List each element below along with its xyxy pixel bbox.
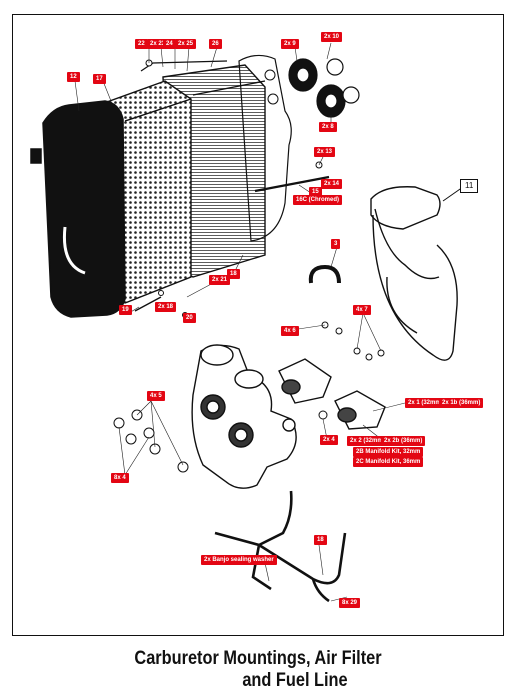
part-tag[interactable]: 4x 7 [353, 305, 371, 315]
part-tag[interactable]: 2x 4 [320, 435, 338, 445]
part-tag[interactable]: 2x 13 [314, 147, 336, 157]
part-tag[interactable]: 2x 18 [155, 302, 177, 312]
part-tag[interactable]: 17 [93, 74, 106, 84]
part-tag[interactable]: 24 [163, 39, 176, 49]
part-tag[interactable]: 26 [209, 39, 222, 49]
backing-plate-gasket [238, 54, 292, 242]
part-tag[interactable]: 2x 14 [321, 179, 343, 189]
part-tag[interactable]: 2x 2 (32mm) [347, 436, 388, 446]
part-tag[interactable]: 2x 8 [319, 122, 337, 132]
caption-line-2: and Fuel Line [242, 670, 348, 691]
part-tag[interactable]: 12 [67, 72, 80, 82]
part-tag[interactable]: 4x 5 [147, 391, 165, 401]
part-tag[interactable]: 18 [314, 535, 327, 545]
filter-housing [30, 100, 126, 318]
part-tag[interactable]: 8x 29 [339, 598, 361, 608]
part-tag[interactable]: 22 [135, 39, 148, 49]
part-tag[interactable]: 2x 10 [321, 32, 343, 42]
part-tag[interactable]: 16C (Chromed) [293, 195, 343, 205]
filter-cover [370, 186, 458, 361]
part-tag[interactable]: 2x 2b (36mm) [381, 436, 426, 446]
reference-number-box: 11 [460, 179, 479, 193]
diagram-caption: Carburetor Mountings, Air Filter and Fue… [36, 648, 480, 692]
caption-line-1: Carburetor Mountings, Air Filter [134, 648, 382, 669]
part-tag[interactable]: 15 [309, 187, 322, 197]
diagram-frame: 11 22 2x 23 24 2x 25 26 12 17 2x 9 2x 10… [12, 14, 504, 636]
part-tag[interactable]: 19 [119, 305, 132, 315]
carburetor-body [191, 344, 297, 489]
part-tag[interactable]: 8x 4 [111, 473, 129, 483]
rubber-boots [288, 58, 360, 118]
part-tag[interactable]: 18 [227, 269, 240, 279]
part-tag[interactable]: 2x Banjo sealing washer [201, 555, 277, 565]
fuel-line [214, 490, 347, 603]
part-tag[interactable]: 3 [331, 239, 341, 249]
part-tag[interactable]: 4x 6 [281, 326, 299, 336]
part-tag[interactable]: 2x 25 [175, 39, 197, 49]
vent-hose [308, 264, 341, 284]
part-tag[interactable]: 2x 21 [209, 275, 231, 285]
part-tag[interactable]: 2x 9 [281, 39, 299, 49]
part-tag[interactable]: 2B Manifold Kit, 32mm [353, 447, 424, 457]
part-tag[interactable]: 2x 1 (32mm) [405, 398, 446, 408]
intake-manifolds [278, 358, 386, 430]
exploded-parts-drawing [30, 42, 464, 603]
part-tag[interactable]: 2x 1b (36mm) [439, 398, 484, 408]
part-tag[interactable]: 2x 23 [147, 39, 169, 49]
part-tag[interactable]: 2C Manifold Kit, 36mm [353, 457, 424, 467]
part-tag[interactable]: 20 [183, 313, 196, 323]
long-bolt [254, 175, 330, 193]
